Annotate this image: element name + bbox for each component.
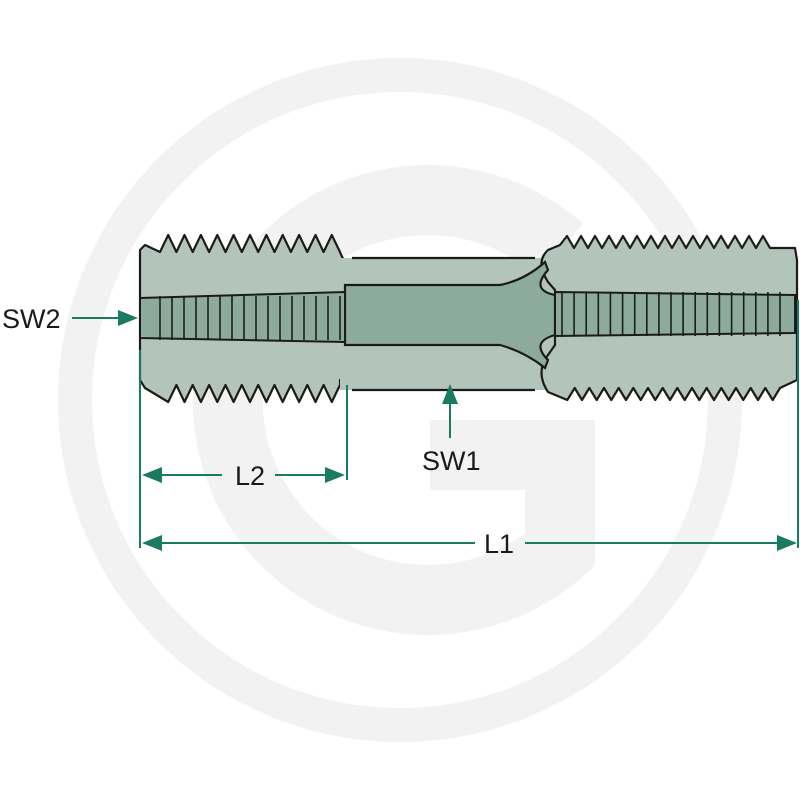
sw2-label: SW2 — [2, 304, 61, 334]
l2-arrowhead-left — [142, 467, 162, 483]
l2-arrowhead-right — [325, 467, 345, 483]
sw2-arrowhead — [118, 310, 138, 326]
left-flute-ribs — [159, 296, 341, 340]
sw1-label: SW1 — [422, 446, 481, 476]
right-flute-ribs — [561, 292, 781, 336]
l2-label: L2 — [235, 461, 265, 491]
l1-label: L1 — [484, 529, 514, 559]
dimension-lines — [72, 300, 799, 551]
l1-arrowhead-left — [142, 535, 162, 551]
sw1-arrowhead — [442, 384, 458, 404]
right-flute-core — [554, 290, 796, 338]
left-flute-core — [139, 290, 346, 344]
brand-logo-watermark — [58, 58, 742, 742]
l1-arrowhead-right — [777, 535, 797, 551]
central-core — [139, 260, 796, 370]
